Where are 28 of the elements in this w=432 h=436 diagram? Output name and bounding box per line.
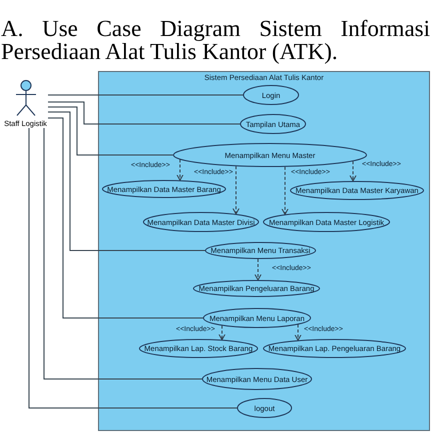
association-line (48, 106, 174, 156)
use-case-ellipse (102, 180, 226, 198)
use-case-ellipse (243, 85, 299, 105)
use-case-ellipse (139, 339, 258, 358)
use-case-ellipse (240, 114, 306, 134)
system-boundary (98, 71, 430, 431)
use-case-ellipse (290, 181, 424, 200)
association-line (28, 128, 238, 408)
include-arrow (254, 258, 262, 280)
include-arrow (350, 160, 356, 182)
association-line (44, 128, 202, 380)
include-arrow (176, 159, 184, 181)
include-arrow (294, 324, 302, 341)
use-case-ellipse (202, 368, 312, 390)
include-arrow (232, 166, 240, 214)
use-case-ellipse (193, 280, 320, 297)
association-line (48, 102, 240, 124)
association-line (48, 94, 244, 96)
association-line (48, 118, 204, 318)
use-case-ellipse (205, 242, 316, 259)
title: A. Use Case Diagram Sistem Informasi Persediaan Alat Tulis Kantor (ATK). (1, 17, 430, 63)
use-case-ellipse (237, 398, 292, 418)
use-case-ellipse (263, 339, 406, 358)
use-case-ellipse (143, 212, 259, 232)
include-arrow (282, 166, 288, 215)
association-line (48, 112, 206, 251)
use-case-ellipse (263, 212, 390, 232)
include-arrow (218, 325, 226, 340)
